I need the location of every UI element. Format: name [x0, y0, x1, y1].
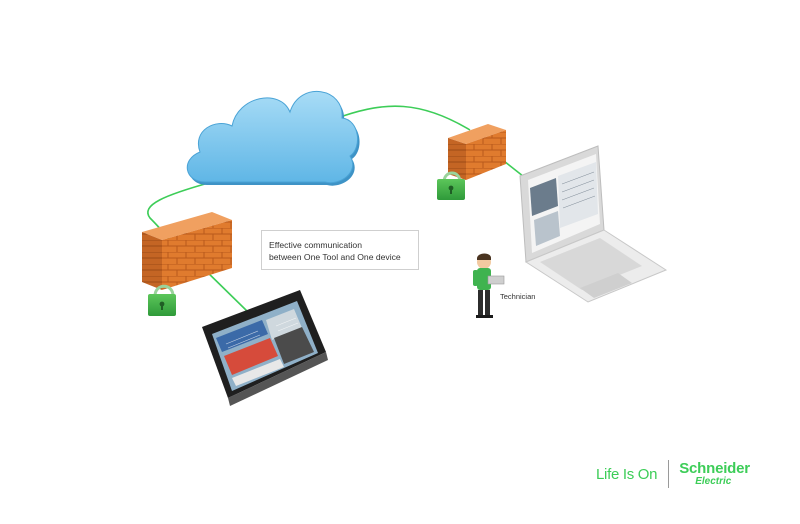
padlock-icon: [148, 284, 176, 316]
cloud-icon: [186, 90, 360, 186]
brand-tagline: Life Is On: [596, 465, 658, 483]
logo-line-1: Schneider: [679, 460, 750, 477]
technician-icon: [473, 253, 505, 318]
brand-divider: [668, 460, 670, 488]
schneider-logo-icon: Schneider Electric: [679, 461, 750, 487]
firewall-icon: [448, 124, 506, 180]
logo-line-2: Electric: [695, 476, 732, 487]
hmi-panel-icon: [202, 290, 328, 406]
firewall-icon: [142, 212, 232, 290]
callout-box: Effective communication between One Tool…: [261, 230, 419, 270]
laptop-icon: [519, 145, 668, 303]
padlock-icon: [437, 171, 465, 200]
technician-label: Technician: [500, 292, 536, 301]
link-cloud-to-right-firewall: [342, 105, 471, 131]
callout-line-2: between One Tool and One device: [269, 252, 401, 262]
callout-line-1: Effective communication: [269, 240, 362, 250]
brand-footer: Life Is On Schneider Electric: [596, 459, 750, 489]
